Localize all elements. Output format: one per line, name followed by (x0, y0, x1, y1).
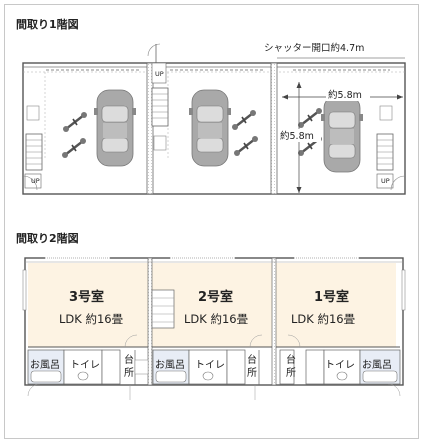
stairs-bay1 (22, 105, 43, 191)
car-bay1 (93, 89, 137, 167)
up-label-bay1: UP (31, 177, 40, 185)
bath-label-unit2: お風呂 (155, 359, 185, 371)
ldk-label-unit1: LDK 約16畳 (291, 312, 355, 326)
up-label-bay2: UP (155, 70, 164, 78)
ldk-label-unit3: LDK 約16畳 (59, 312, 123, 326)
car-bay2 (188, 89, 232, 167)
toilet-label-unit2: トイレ (195, 360, 225, 371)
kitchen-label-unit1-top: 台 (286, 353, 296, 366)
stairs-bay2 (147, 43, 169, 151)
floor1-title: 間取り1階図 (16, 18, 79, 31)
stairs-bay3 (376, 105, 406, 191)
room-label-unit2: 2号室 (198, 289, 233, 305)
width-dimension-label: 約5.8m (328, 89, 362, 101)
floor2-plan: 3号室 LDK 約16畳 2号室 LDK 約16畳 1号室 LDK 約16畳 お… (22, 257, 406, 400)
toilet-label-unit3: トイレ (70, 360, 100, 371)
bath-label-unit1: お風呂 (362, 359, 392, 371)
kitchen-label-unit2-bottom: 所 (247, 367, 257, 379)
depth-dimension-label: 約5.8m (280, 130, 314, 142)
kitchen-label-unit1-bottom: 所 (286, 367, 296, 379)
ldk-label-unit2: LDK 約16畳 (184, 312, 248, 326)
car-bay3 (320, 95, 364, 173)
floor2-title: 間取り2階図 (16, 232, 79, 245)
room-label-unit1: 1号室 (314, 289, 349, 305)
up-label-bay3: UP (381, 177, 390, 185)
toilet-label-unit1: トイレ (325, 360, 355, 371)
bath-label-unit3: お風呂 (30, 359, 60, 371)
room-label-unit3: 3号室 (69, 289, 104, 305)
kitchen-label-unit3-top: 台 (124, 353, 134, 366)
shutter-dimension-label: シャッター開口約4.7m (264, 42, 364, 54)
kitchen-label-unit3-bottom: 所 (124, 367, 134, 379)
image-frame (4, 4, 419, 439)
kitchen-label-unit2-top: 台 (247, 353, 257, 366)
floor1-plan: シャッター開口約4.7m 約5.8m 約5.8m UP UP UP (22, 41, 406, 195)
